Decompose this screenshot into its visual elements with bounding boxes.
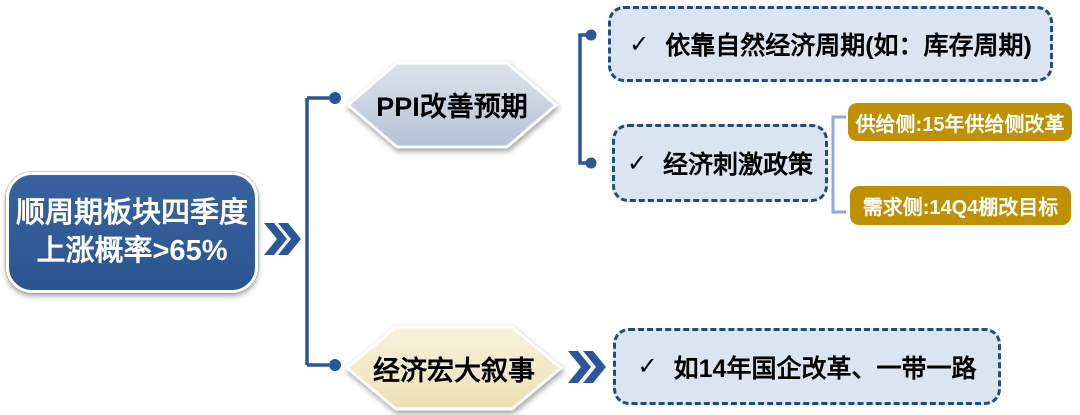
check-icon: ✓ [637,353,658,380]
item-grand-narrative-label: 如14年国企改革、一带一路 [673,354,977,383]
root-node-line1: 顺周期板块四季度 [15,196,248,229]
hexagon-narrative-label: 经济宏大叙事 [373,356,535,386]
root-node: 顺周期板块四季度 上涨概率>65% [6,172,258,293]
sub-item-supply-side: 供给侧:15年供给侧改革 [848,103,1072,141]
root-node-line2: 上涨概率>65% [36,234,228,267]
double-chevron-icon [264,223,301,255]
item-stimulus-policy: ✓ 经济刺激政策 [612,124,828,202]
connector-dot [585,157,597,169]
hexagon-ppi-label: PPI改善预期 [376,91,528,122]
connector-dot [329,92,341,104]
double-chevron-icon [568,351,606,383]
hexagon-ppi-shape [345,61,559,149]
item-grand-narrative: ✓ 如14年国企改革、一带一路 [613,328,1001,405]
sub-bracket-connector [831,115,846,214]
connector-dot [329,359,341,371]
hexagon-narrative-shape [344,325,564,411]
connector-dot [585,29,597,41]
check-icon: ✓ [629,30,650,58]
sub-item-demand-side-label: 需求侧:14Q4棚改目标 [862,197,1059,219]
sub-item-supply-side-label: 供给侧:15年供给侧改革 [855,113,1065,136]
right-bracket-connector [578,33,586,165]
item-natural-cycle-label: 依靠自然经济周期(如：库存周期) [665,32,1032,60]
sub-item-demand-side: 需求侧:14Q4棚改目标 [850,186,1071,225]
left-bracket-connector [305,96,329,367]
item-stimulus-policy-label: 经济刺激政策 [663,151,814,179]
check-icon: ✓ [626,149,648,177]
item-natural-cycle: ✓ 依靠自然经济周期(如：库存周期) [608,6,1053,82]
